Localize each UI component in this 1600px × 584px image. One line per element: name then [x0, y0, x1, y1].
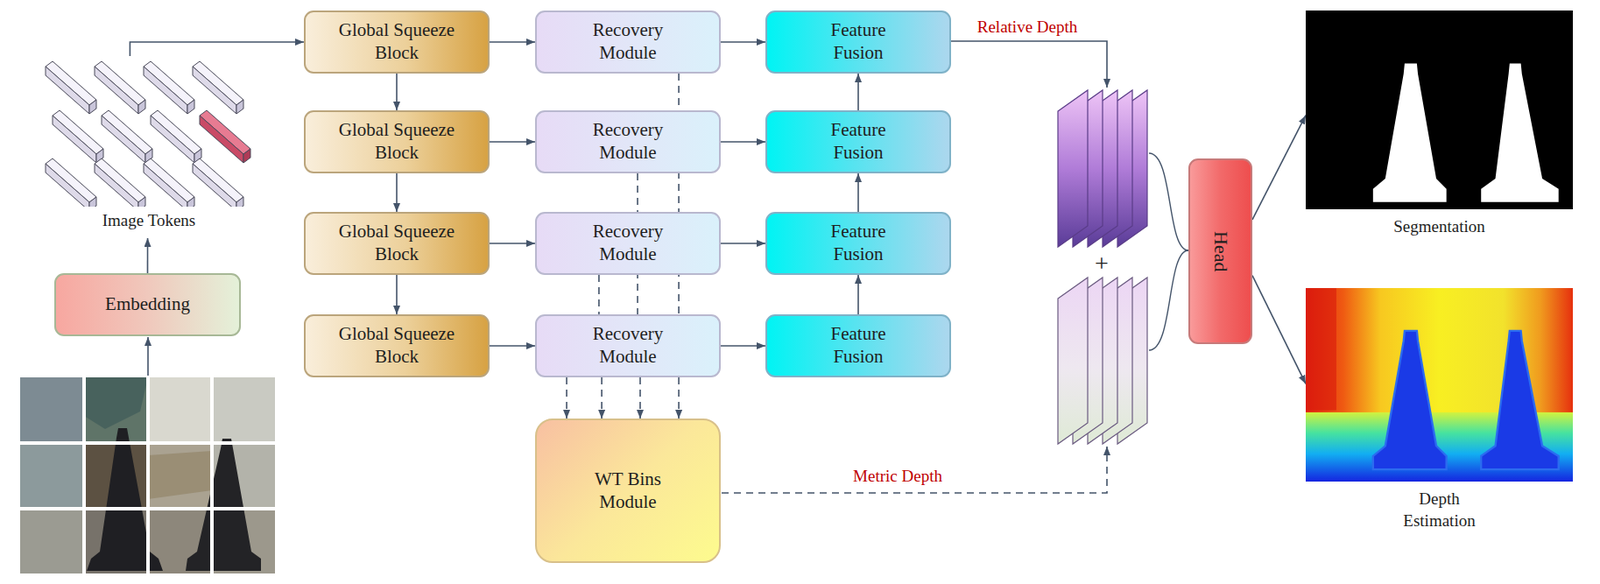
- merge-curve: [1148, 153, 1189, 251]
- arrow-connector: [1252, 115, 1306, 220]
- head-label: Head: [1208, 231, 1233, 272]
- bins-module: WT Bins Module: [535, 418, 721, 564]
- signal-label: Relative Depth: [977, 17, 1079, 37]
- arrow-connector: [720, 41, 766, 43]
- fusion-box: Feature Fusion: [765, 314, 952, 378]
- arrow-connector: [395, 173, 398, 212]
- squeeze-block: Global Squeeze Block: [303, 314, 490, 378]
- image-caption: Depth Estimation: [1391, 488, 1488, 532]
- token-bars: [43, 56, 254, 207]
- token-group: Image Tokens: [43, 56, 254, 239]
- node-graphic: [1305, 10, 1573, 210]
- squeeze-block: Global Squeeze Block: [303, 110, 490, 174]
- input-image: [20, 377, 275, 574]
- depth-output: Depth Estimation: [1305, 288, 1573, 538]
- box-label: Global Squeeze Block: [324, 220, 470, 266]
- box-label: Global Squeeze Block: [324, 19, 470, 64]
- arrow-connector: [147, 238, 149, 274]
- arrow-connector: [720, 345, 766, 347]
- arrow-connector: [1252, 275, 1306, 385]
- arrow-connector: [129, 42, 304, 57]
- recovery-module: Recovery Module: [535, 314, 721, 378]
- fusion-box: Feature Fusion: [765, 110, 952, 174]
- arrow-connector: [857, 173, 860, 212]
- depth-map: [1305, 288, 1573, 482]
- dashed-connector: [600, 377, 603, 419]
- box-label: Recovery Module: [579, 323, 677, 368]
- merge-curve: [1148, 250, 1189, 351]
- node-graphic: [43, 56, 254, 211]
- box-label: Embedding: [105, 293, 191, 317]
- box-label: WT Bins Module: [584, 468, 672, 514]
- relative-feature-stack: [1057, 90, 1148, 247]
- box-label: Feature Fusion: [810, 19, 907, 64]
- recovery-module: Recovery Module: [535, 10, 721, 74]
- box-label: Recovery Module: [579, 119, 677, 164]
- embedding-box: Embedding: [54, 273, 241, 337]
- head-box: Head: [1188, 158, 1253, 345]
- metric-feature-stack: [1057, 277, 1148, 445]
- arrow-connector: [720, 140, 766, 143]
- segmentation-output: Segmentation: [1305, 10, 1573, 240]
- box-label: Recovery Module: [579, 220, 677, 266]
- box-label: Global Squeeze Block: [324, 119, 470, 164]
- segmentation-mask: [1305, 10, 1573, 210]
- squeeze-block: Global Squeeze Block: [303, 211, 490, 275]
- image-caption: Segmentation: [1334, 216, 1545, 239]
- signal-label: Metric Depth: [852, 466, 943, 487]
- box-label: Feature Fusion: [810, 220, 907, 266]
- dashed-connector: [677, 377, 680, 419]
- box-label: Global Squeeze Block: [324, 323, 470, 368]
- arrow-connector: [857, 73, 860, 111]
- node-graphic: [1305, 288, 1573, 482]
- arrow-connector: [489, 345, 536, 347]
- recovery-module: Recovery Module: [535, 110, 721, 174]
- dashed-connector: [639, 377, 642, 419]
- arrow-connector: [720, 242, 766, 245]
- arrow-connector: [489, 41, 536, 43]
- relative-depth-wire: [951, 41, 1107, 88]
- dashed-connector: [598, 274, 600, 315]
- box-label: Recovery Module: [579, 19, 677, 64]
- fusion-box: Feature Fusion: [765, 10, 952, 74]
- metric-depth-wire: [721, 446, 1107, 494]
- fusion-box: Feature Fusion: [765, 211, 952, 275]
- arrow-connector: [395, 274, 398, 315]
- plus-sign: +: [1094, 249, 1109, 278]
- dashed-connector: [565, 377, 568, 419]
- arrow-connector: [857, 274, 860, 315]
- arrow-connector: [489, 140, 536, 143]
- box-label: Feature Fusion: [810, 323, 907, 368]
- recovery-module: Recovery Module: [535, 211, 721, 275]
- squeeze-block: Global Squeeze Block: [303, 10, 490, 74]
- box-label: Feature Fusion: [810, 119, 907, 164]
- arrow-connector: [395, 73, 398, 111]
- arrow-connector: [489, 242, 536, 245]
- input-arrow: [147, 337, 149, 376]
- image-caption: Image Tokens: [43, 210, 254, 233]
